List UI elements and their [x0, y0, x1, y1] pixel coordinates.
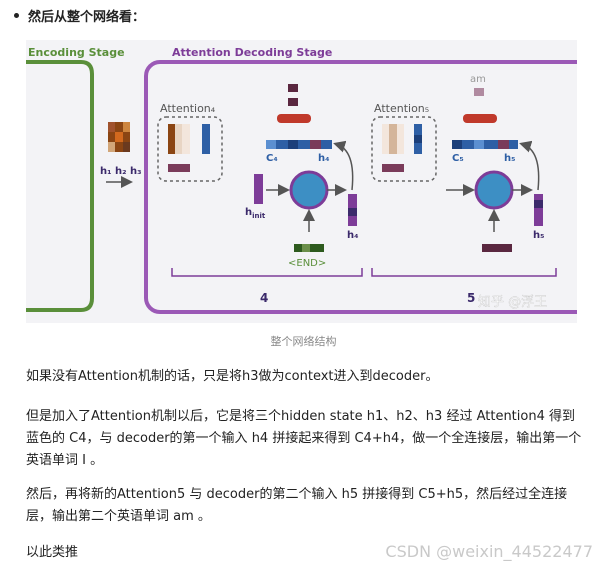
step-5-label: 5	[467, 291, 475, 305]
paragraph-1: 如果没有Attention机制的话，只是将h3做为context进入到decod…	[26, 369, 439, 384]
output-word-1	[288, 98, 298, 106]
paragraph-3: 然后，再将新的Attention5 与 decoder的第二个输入 h5 拼接得…	[26, 487, 568, 524]
c5-label: C₅	[452, 153, 464, 164]
attention5-block: Attention₅	[371, 102, 437, 182]
rnn-cell-2: h₅	[446, 140, 545, 252]
c4-h4-concat: C₄ h₄	[266, 84, 332, 164]
h5-label: h₅	[533, 230, 545, 241]
end-label: <END>	[288, 258, 326, 269]
c5-h5-concat: C₅ h₅ am	[452, 74, 518, 164]
encoding-stage-label: Encoding Stage	[28, 46, 125, 59]
attention5-label: Attention₅	[374, 102, 429, 115]
c4-label: C₄	[266, 153, 278, 164]
heading-text: 然后从整个网络看：	[28, 10, 146, 25]
hinit-label: hinit	[245, 207, 266, 220]
h123-label: h₁ h₂ h₃	[100, 166, 141, 177]
bullet-icon	[14, 13, 19, 18]
figure-caption: 整个网络结构	[270, 335, 337, 348]
encoding-stage: Encoding Stage	[26, 46, 125, 312]
h4-label: h₄	[347, 230, 359, 241]
output-word-2	[474, 88, 484, 96]
zhihu-watermark: 知乎 @浮王	[478, 294, 547, 310]
paragraph-2: 但是加入了Attention机制以后，它是将三个hidden state h1、…	[26, 409, 582, 468]
section-heading: 然后从整个网络看：	[14, 6, 145, 25]
paragraph-4: 以此类推	[26, 545, 79, 560]
attention4-block: Attention₄	[157, 102, 223, 182]
attention-decoding-stage: Attention Decoding Stage	[144, 46, 577, 314]
network-figure: Encoding Stage h₁ h₂ h₃ Attention Decodi…	[26, 40, 577, 323]
csdn-watermark: CSDN @weixin_44522477	[385, 542, 593, 561]
encoder-hidden-states: h₁ h₂ h₃	[100, 122, 141, 188]
rnn-cell-1: hinit <END> h₄	[245, 140, 359, 269]
step-4-label: 4	[260, 291, 268, 305]
am-label: am	[470, 74, 486, 85]
h5-top-label: h₅	[504, 153, 516, 164]
fc-layer-2	[463, 114, 497, 123]
h4-top-label: h₄	[318, 153, 330, 164]
step-brackets: 4 5	[171, 268, 557, 305]
attention-decoding-label: Attention Decoding Stage	[172, 46, 332, 59]
fc-layer-1	[277, 114, 311, 123]
attention4-label: Attention₄	[160, 102, 216, 115]
